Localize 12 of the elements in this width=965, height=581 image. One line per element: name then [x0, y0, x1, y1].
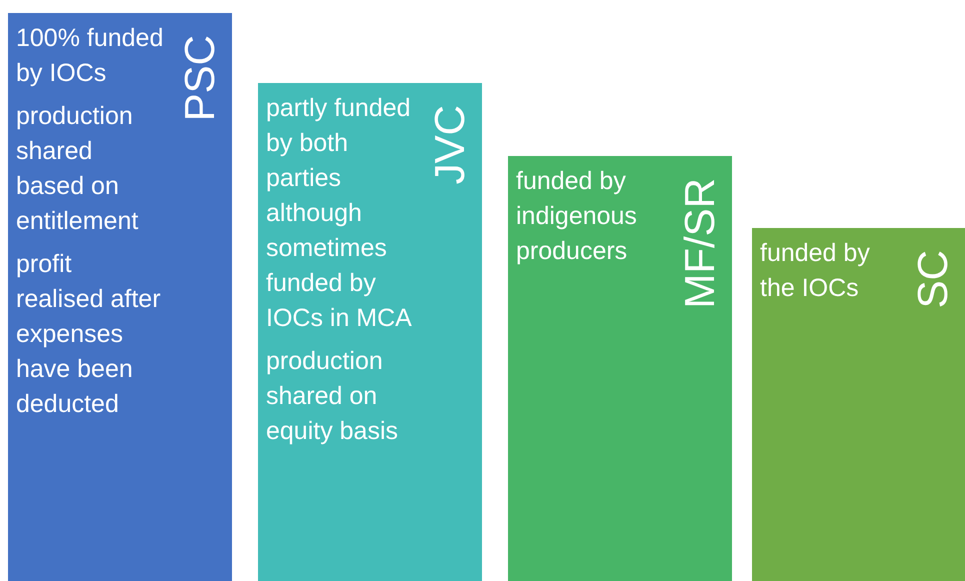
- column-bar: [258, 83, 482, 581]
- bar-heading: MF/SR: [676, 178, 724, 309]
- bar-text: funded by indigenous producers: [516, 166, 638, 267]
- bar-text: profit realised after expenses have been deducted: [16, 249, 162, 420]
- bar-text: production shared on equity basis: [266, 346, 400, 447]
- column-bar: [752, 228, 965, 581]
- bar-heading: SC: [909, 250, 957, 308]
- bar-heading: PSC: [176, 35, 224, 122]
- bar-text: funded by the IOCs: [760, 238, 871, 304]
- bar-heading: JVC: [426, 105, 474, 184]
- column-bar: [508, 156, 732, 581]
- column-bar: [8, 13, 232, 581]
